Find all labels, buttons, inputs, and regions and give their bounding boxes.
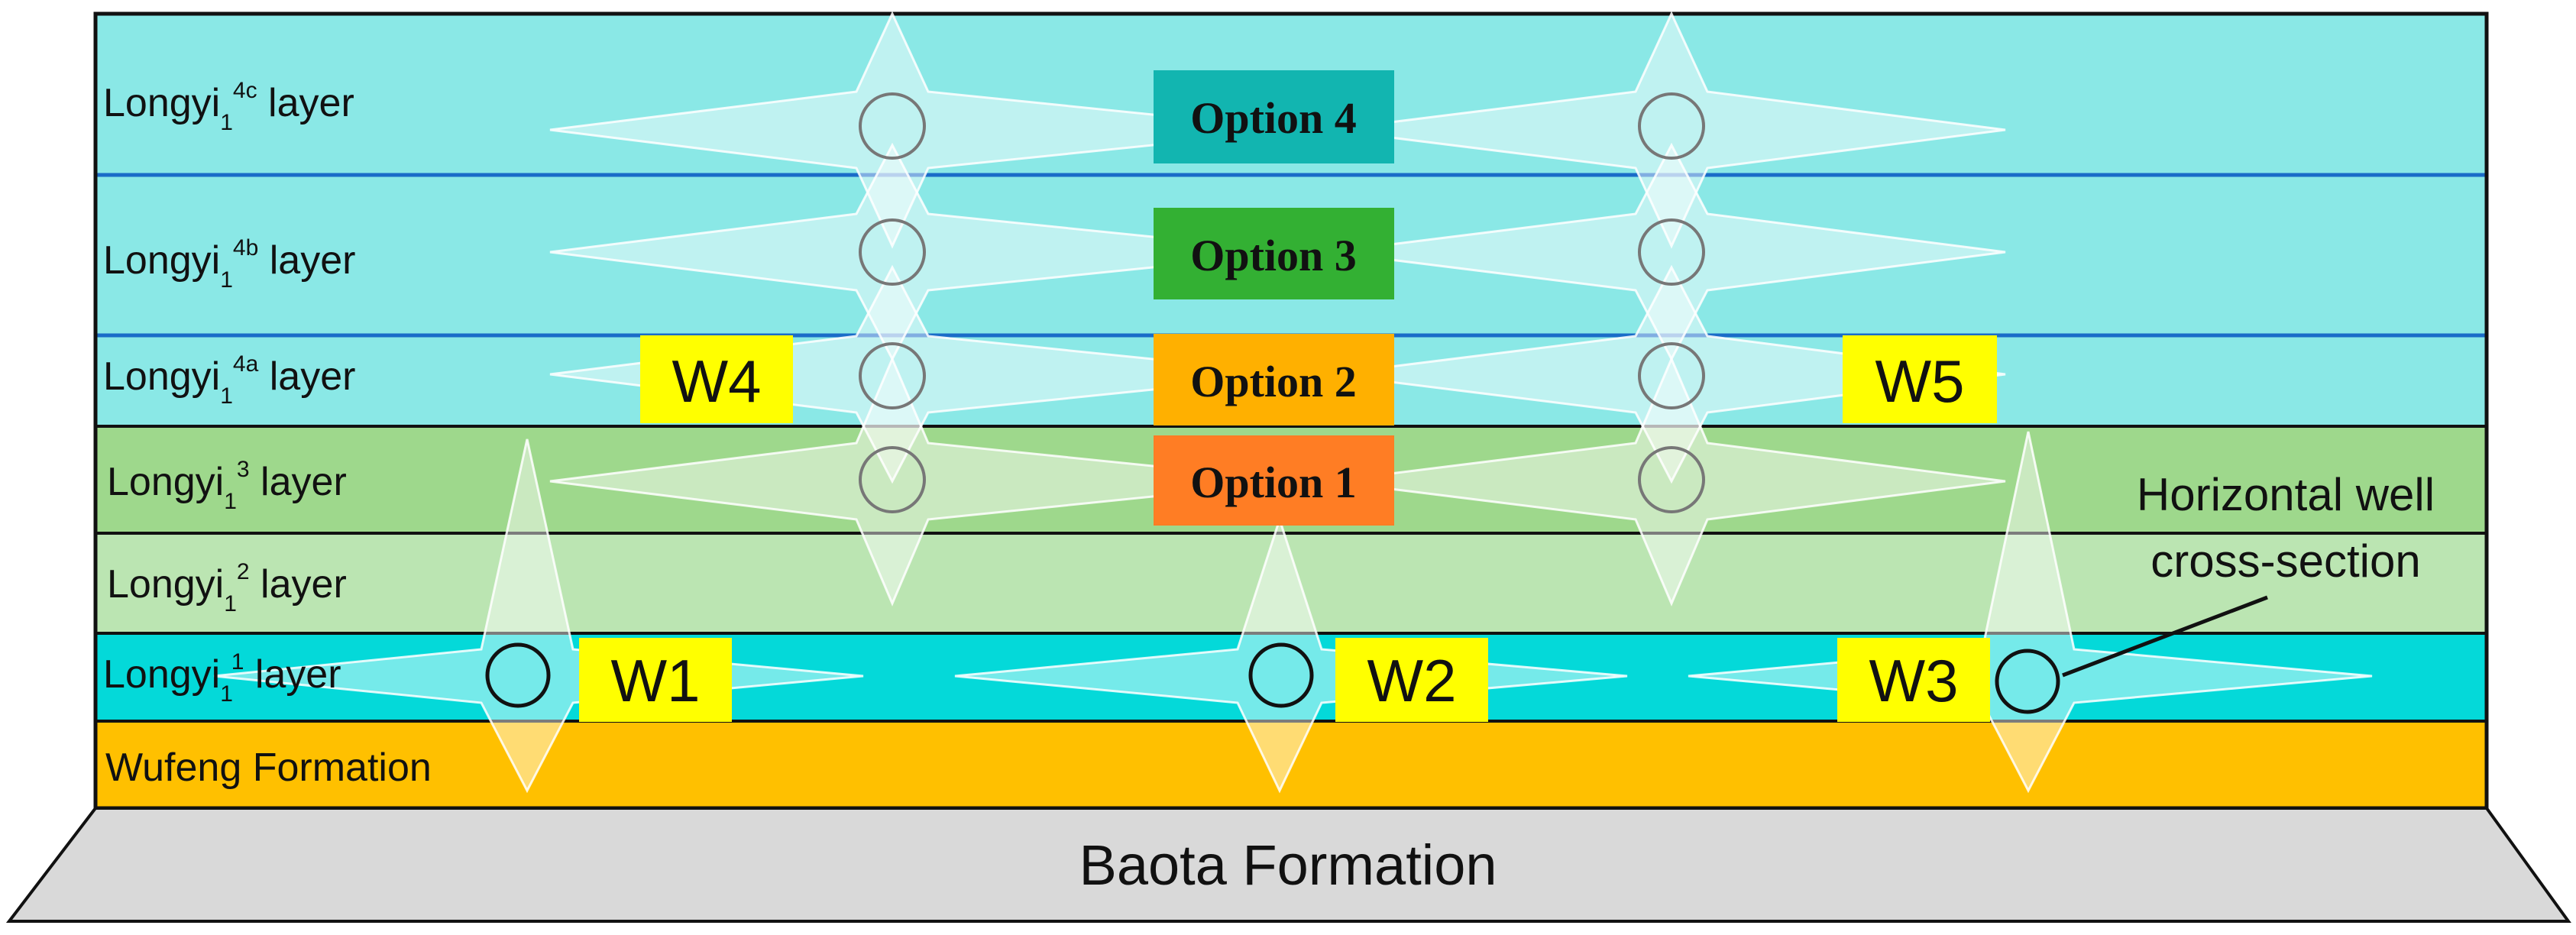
well-w1-box — [579, 638, 732, 722]
well-circle-w1 — [485, 642, 551, 708]
option-4-box — [1154, 70, 1394, 163]
layer-band-2 — [95, 533, 2487, 633]
option-3-label: Option 3 — [1190, 231, 1357, 280]
well-circle-w3 — [1995, 649, 2060, 714]
fracture-star-left-4c — [549, 11, 1303, 249]
wufeng-label: Wufeng Formation — [105, 746, 432, 790]
lower-well-circles — [485, 642, 2060, 714]
option-1-label: Option 1 — [1190, 458, 1357, 507]
well-circle-left-4c — [859, 92, 926, 160]
well-w2-box — [1335, 638, 1488, 722]
option-2-label: Option 2 — [1190, 357, 1357, 406]
well-w3-box — [1837, 638, 1990, 722]
annotation-leader-line — [2062, 595, 2268, 678]
well-w5-box — [1843, 335, 1997, 423]
fracture-star-right-3 — [1328, 356, 2006, 607]
baota-formation-shape — [5, 807, 2571, 923]
option-3-box — [1154, 208, 1394, 299]
option-1-box — [1154, 435, 1394, 526]
annotation-line2: cross-section — [2150, 535, 2420, 587]
layer-label-3: Longyi13 layer — [107, 457, 347, 514]
well-w5-label: W5 — [1875, 348, 1965, 415]
well-circle-right-4b — [1638, 218, 1705, 286]
well-w3-label: W3 — [1869, 647, 1959, 714]
layer-label-2: Longyi12 layer — [107, 559, 347, 616]
layer-label-4c: Longyi14c layer — [103, 78, 354, 135]
layer-label-4b: Longyi14b layer — [103, 235, 355, 293]
upper-well-circles — [859, 92, 1705, 513]
well-circle-left-4a — [859, 342, 926, 409]
annotation-line1: Horizontal well — [2137, 469, 2435, 520]
option-4-label: Option 4 — [1190, 93, 1357, 143]
well-circle-right-4c — [1638, 92, 1705, 160]
fracture-star-right-4a — [1328, 264, 2006, 484]
well-w1-label: W1 — [611, 647, 701, 714]
fracture-star-left-3 — [549, 356, 1303, 607]
well-circle-w2 — [1248, 642, 1314, 708]
well-w4-label: W4 — [672, 348, 762, 415]
layer-label-1: Longyi11 layer — [103, 649, 341, 707]
well-w2-label: W2 — [1367, 647, 1457, 714]
well-circle-left-4b — [859, 218, 926, 286]
well-circle-right-4a — [1638, 342, 1705, 409]
well-circle-right-3 — [1638, 446, 1705, 513]
upper-fractures — [549, 11, 2006, 607]
baota-label: Baota Formation — [1079, 833, 1497, 897]
well-w4-box — [640, 335, 793, 423]
layer-label-4a: Longyi14a layer — [103, 351, 355, 409]
option-2-box — [1154, 334, 1394, 425]
well-circle-left-3 — [859, 446, 926, 513]
fracture-star-right-4c — [1328, 11, 2006, 249]
